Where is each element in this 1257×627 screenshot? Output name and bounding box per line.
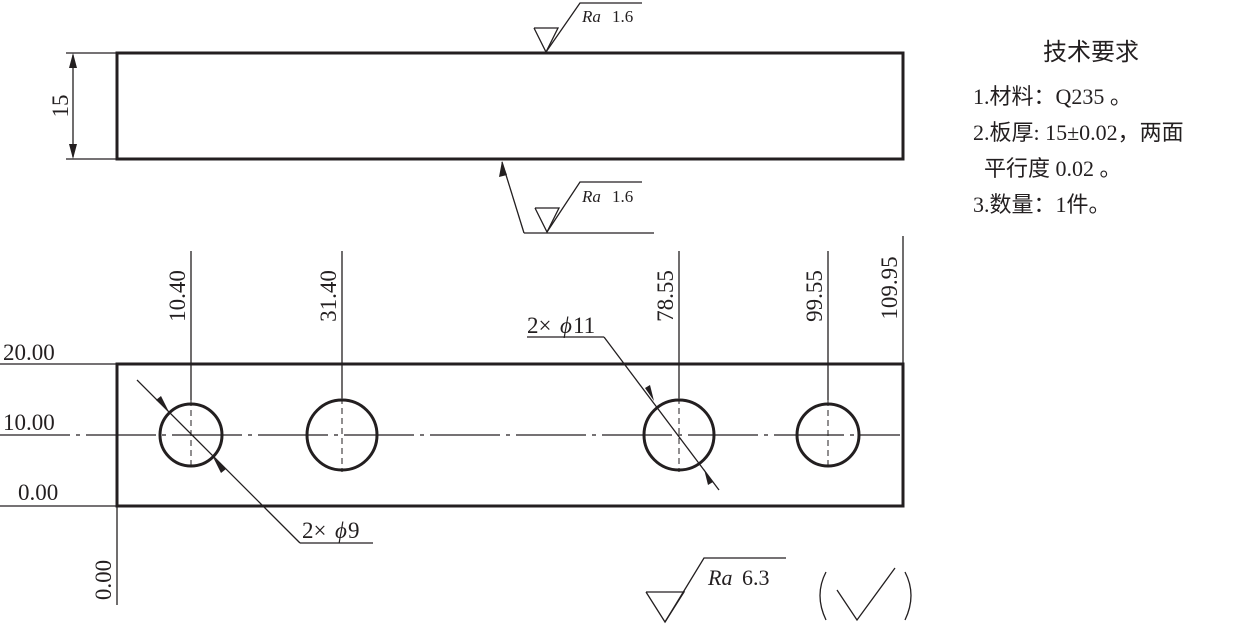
- tech-req-item-1: 1.材料：Q235 。: [973, 84, 1132, 109]
- thickness-dimension: 15: [48, 52, 117, 160]
- side-view: 15 Ra 1.6 Ra 1.6: [48, 2, 905, 234]
- general-roughness-symbol: Ra 6.3: [645, 557, 912, 624]
- side-view-outline: [115, 51, 905, 161]
- bottom-roughness-prefix: Ra: [581, 187, 601, 206]
- y-coord-0: 0.00: [18, 480, 58, 505]
- tech-req-item-2: 2.板厚: 15±0.02，两面: [973, 120, 1184, 145]
- tech-req-item-3: 3.数量：1件。: [973, 192, 1111, 217]
- large-hole-count: 2×: [527, 313, 551, 338]
- bottom-roughness-value: 1.6: [612, 187, 633, 206]
- left-paren: [819, 571, 827, 621]
- large-hole-symbol: ϕ: [560, 313, 572, 338]
- tech-req-item-2-cont: 平行度 0.02 。: [973, 156, 1122, 181]
- small-hole-dimension: 2× ϕ 9: [136, 379, 373, 544]
- tech-requirements: 技术要求 1.材料：Q235 。 2.板厚: 15±0.02，两面 平行度 0.…: [973, 39, 1184, 217]
- top-roughness-value: 1.6: [612, 7, 633, 26]
- small-hole-size: 9: [348, 518, 360, 543]
- x-coord-5: 109.95: [877, 256, 902, 319]
- top-view: 20.00 10.00 0.00 0.00 10.40 31.40 78.55 …: [0, 236, 905, 605]
- tech-requirements-title: 技术要求: [1043, 39, 1139, 66]
- y-coord-10: 10.00: [3, 410, 55, 435]
- x-coord-2: 31.40: [316, 270, 341, 322]
- small-hole-count: 2×: [302, 518, 326, 543]
- x-coord-4: 99.55: [802, 270, 827, 322]
- top-roughness-prefix: Ra: [581, 7, 601, 26]
- general-roughness-prefix: Ra: [707, 565, 732, 590]
- check-symbol: [836, 567, 896, 622]
- y-coord-20: 20.00: [3, 340, 55, 365]
- x-coord-origin: 0.00: [91, 560, 116, 600]
- top-roughness-symbol: Ra 1.6: [533, 2, 642, 54]
- x-coord-1: 10.40: [165, 270, 190, 322]
- x-coord-3: 78.55: [653, 270, 678, 322]
- bottom-roughness-symbol: Ra 1.6: [499, 161, 654, 234]
- large-hole-dimension: 2× ϕ 11: [527, 313, 720, 491]
- large-hole-size: 11: [573, 313, 595, 338]
- general-roughness-value: 6.3: [742, 565, 770, 590]
- right-paren: [904, 571, 912, 621]
- small-hole-symbol: ϕ: [335, 518, 347, 543]
- thickness-dim-text: 15: [48, 95, 73, 118]
